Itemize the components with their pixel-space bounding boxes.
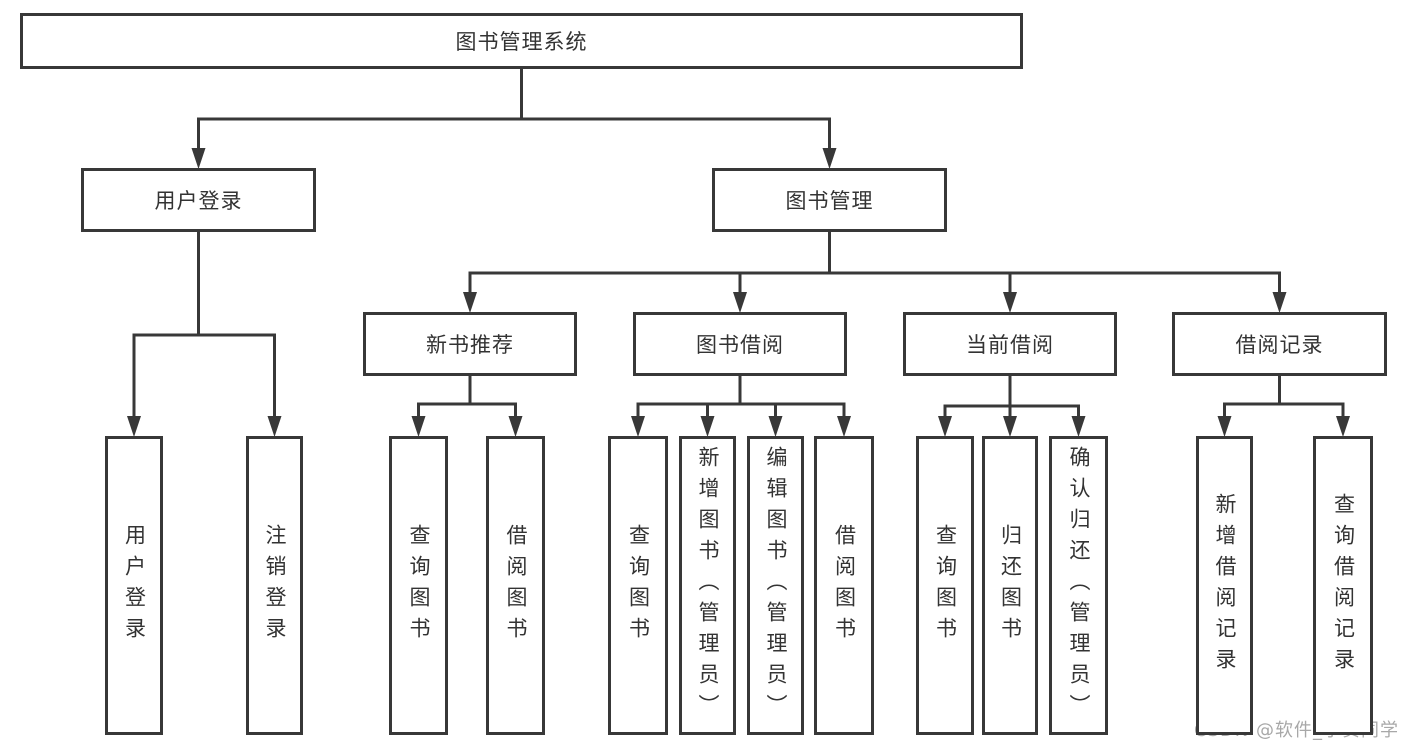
node-book-mgmt: 图书管理: [712, 168, 947, 232]
node-borrow-records: 借阅记录: [1172, 312, 1387, 376]
node-label: 图书管理系统: [455, 30, 588, 54]
node-label: 图书管理: [785, 189, 874, 213]
node-label: 图书借阅: [696, 333, 784, 357]
node-label: 注销登录: [263, 523, 287, 648]
node-leaf-user-login: 用户登录: [105, 436, 163, 735]
node-label: 借阅图书: [504, 523, 528, 648]
node-root: 图书管理系统: [20, 13, 1023, 69]
node-label: 查询借阅记录: [1331, 492, 1356, 679]
node-leaf-borrow-book-2: 借阅图书: [814, 436, 874, 735]
node-label: 查询图书: [933, 523, 958, 648]
node-new-book-rec: 新书推荐: [363, 312, 577, 376]
node-leaf-return-book: 归还图书: [982, 436, 1038, 735]
node-label: 借阅图书: [832, 523, 857, 648]
node-label: 用户登录: [122, 523, 147, 648]
node-leaf-logout: 注销登录: [246, 436, 303, 735]
node-label: 新增借阅记录: [1213, 492, 1237, 679]
node-leaf-query-book-3: 查询图书: [916, 436, 974, 735]
node-label: 查询图书: [626, 523, 651, 648]
node-leaf-query-book-2: 查询图书: [608, 436, 668, 735]
node-leaf-confirm-return: 确认归还（管理员）: [1049, 436, 1108, 735]
node-label: 用户登录: [154, 189, 243, 213]
node-label: 归还图书: [998, 523, 1023, 648]
node-label: 借阅记录: [1235, 333, 1324, 357]
node-user-login: 用户登录: [81, 168, 316, 232]
node-leaf-query-borrow-record: 查询借阅记录: [1313, 436, 1373, 735]
node-label: 编辑图书（管理员）: [764, 446, 788, 725]
node-leaf-add-borrow-record: 新增借阅记录: [1196, 436, 1253, 735]
node-label: 新书推荐: [426, 333, 514, 357]
node-leaf-borrow-book-1: 借阅图书: [486, 436, 545, 735]
node-book-borrow: 图书借阅: [633, 312, 847, 376]
node-label: 确认归还（管理员）: [1067, 446, 1091, 725]
node-label: 当前借阅: [966, 333, 1054, 357]
node-current-borrow: 当前借阅: [903, 312, 1117, 376]
node-leaf-query-book-1: 查询图书: [389, 436, 448, 735]
node-leaf-add-book: 新增图书（管理员）: [679, 436, 736, 735]
node-leaf-edit-book: 编辑图书（管理员）: [747, 436, 804, 735]
node-label: 新增图书（管理员）: [696, 446, 720, 725]
node-label: 查询图书: [407, 523, 431, 648]
